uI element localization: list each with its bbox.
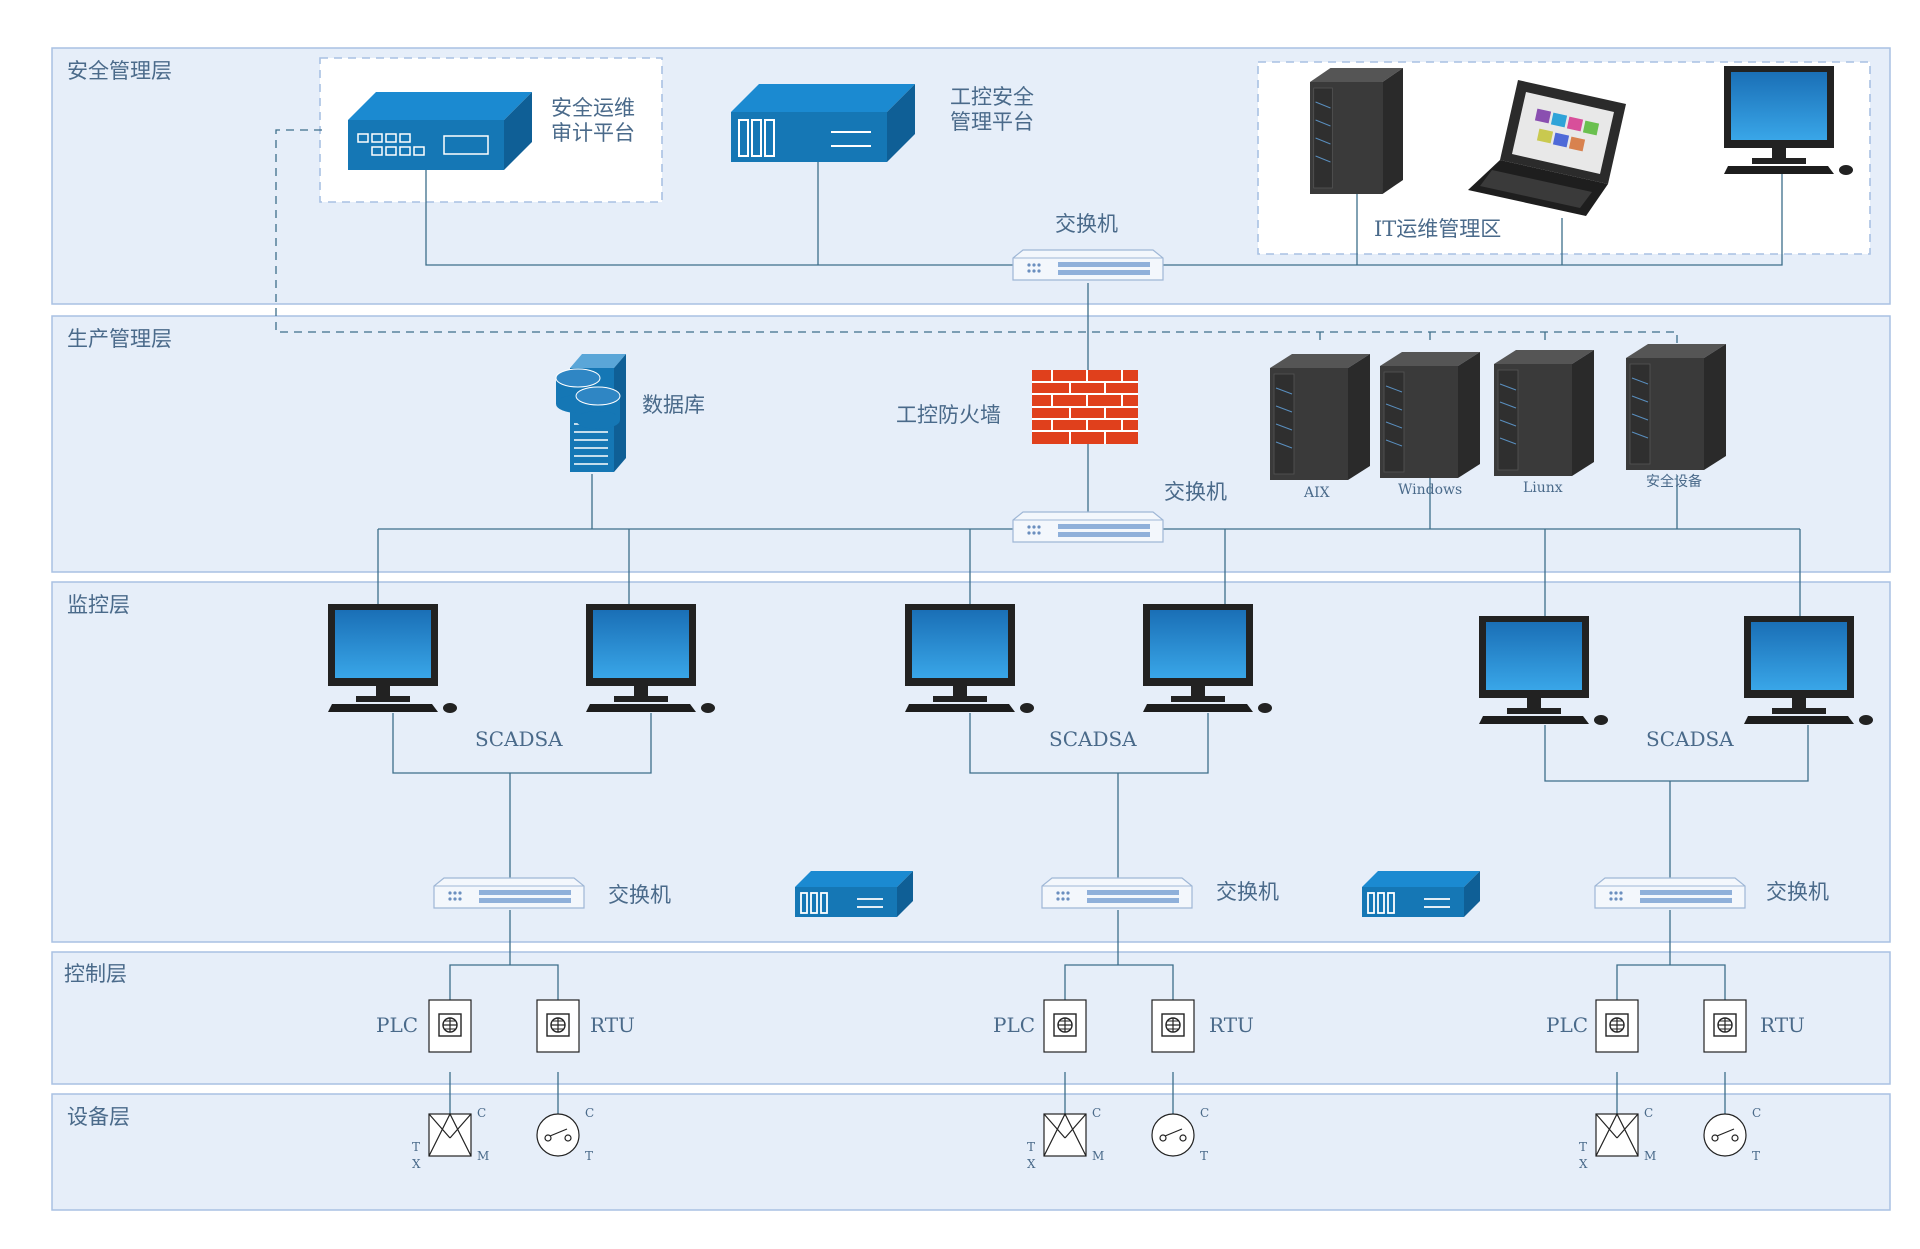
layer-title: 监控层 bbox=[67, 593, 130, 617]
layer-title: 控制层 bbox=[64, 962, 127, 986]
production-switch[interactable] bbox=[1012, 511, 1164, 543]
terminal-m: M bbox=[1092, 1149, 1104, 1163]
plc-label: PLC bbox=[376, 1013, 418, 1037]
ics-platform-label-2: 管理平台 bbox=[950, 110, 1034, 134]
rtu-module[interactable] bbox=[536, 999, 580, 1053]
firewall-device[interactable] bbox=[1032, 370, 1138, 444]
terminal-c: C bbox=[585, 1106, 594, 1120]
server-aix[interactable] bbox=[1269, 353, 1371, 481]
terminal-c: C bbox=[1644, 1106, 1653, 1120]
plc-module[interactable] bbox=[428, 999, 472, 1053]
switch-contact-symbol bbox=[1151, 1113, 1195, 1157]
audit-platform-label-1: 安全运维 bbox=[551, 96, 635, 120]
audit-platform-device[interactable] bbox=[348, 92, 532, 170]
plc-label: PLC bbox=[993, 1013, 1035, 1037]
monitor-switch[interactable] bbox=[1041, 877, 1193, 909]
security-switch[interactable] bbox=[1012, 249, 1164, 281]
server-windows[interactable] bbox=[1379, 351, 1481, 479]
terminal-c: C bbox=[477, 1106, 486, 1120]
ics-security-platform-device[interactable] bbox=[731, 84, 915, 162]
monitor-switch-label: 交换机 bbox=[608, 883, 671, 907]
plc-label: PLC bbox=[1546, 1013, 1588, 1037]
monitor-switch[interactable] bbox=[1594, 877, 1746, 909]
plc-module[interactable] bbox=[1043, 999, 1087, 1053]
layer-title: 安全管理层 bbox=[67, 59, 172, 83]
firewall-label: 工控防火墙 bbox=[896, 403, 1001, 427]
switch-contact-symbol bbox=[536, 1113, 580, 1157]
terminal-t: T bbox=[1027, 1140, 1035, 1154]
server-aix-label: AIX bbox=[1303, 485, 1330, 501]
security-switch-label: 交换机 bbox=[1055, 212, 1118, 236]
terminal-t: T bbox=[1579, 1140, 1587, 1154]
server-security-device[interactable] bbox=[1625, 343, 1727, 471]
transmitter-symbol bbox=[1043, 1113, 1087, 1157]
server-security-label: 安全设备 bbox=[1646, 473, 1702, 490]
security-appliance[interactable] bbox=[1362, 871, 1480, 917]
server-linux-label: Liunx bbox=[1523, 480, 1563, 496]
layer-production: 生产管理层 bbox=[51, 315, 1891, 573]
terminal-t: T bbox=[1200, 1149, 1208, 1163]
terminal-c: C bbox=[1752, 1106, 1761, 1120]
server-linux[interactable] bbox=[1493, 349, 1595, 477]
layer-control: 控制层 bbox=[51, 951, 1891, 1085]
terminal-c: C bbox=[1092, 1106, 1101, 1120]
plc-module[interactable] bbox=[1595, 999, 1639, 1053]
transmitter-symbol bbox=[1595, 1113, 1639, 1157]
it-laptop[interactable] bbox=[1468, 80, 1626, 216]
security-appliance[interactable] bbox=[795, 871, 913, 917]
terminal-x: X bbox=[1579, 1157, 1588, 1171]
terminal-c: C bbox=[1200, 1106, 1209, 1120]
layer-title: 设备层 bbox=[67, 1105, 130, 1129]
it-server-tower[interactable] bbox=[1309, 67, 1404, 195]
monitor-switch-label: 交换机 bbox=[1216, 880, 1279, 904]
terminal-m: M bbox=[477, 1149, 489, 1163]
scada-label: SCADSA bbox=[1049, 727, 1137, 751]
ics-platform-label-1: 工控安全 bbox=[950, 85, 1034, 109]
terminal-x: X bbox=[1027, 1157, 1036, 1171]
database-label: 数据库 bbox=[642, 393, 705, 417]
server-windows-label: Windows bbox=[1398, 482, 1462, 498]
rtu-label: RTU bbox=[1760, 1013, 1805, 1037]
rtu-label: RTU bbox=[590, 1013, 635, 1037]
terminal-t: T bbox=[412, 1140, 420, 1154]
layer-device: 设备层 bbox=[51, 1093, 1891, 1211]
transmitter-symbol bbox=[428, 1113, 472, 1157]
monitor-switch[interactable] bbox=[433, 877, 585, 909]
it-zone-label: IT运维管理区 bbox=[1374, 217, 1501, 241]
rtu-module[interactable] bbox=[1703, 999, 1747, 1053]
rtu-label: RTU bbox=[1209, 1013, 1254, 1037]
terminal-m: M bbox=[1644, 1149, 1656, 1163]
scada-label: SCADSA bbox=[1646, 727, 1734, 751]
production-switch-label: 交换机 bbox=[1164, 480, 1227, 504]
database-device[interactable] bbox=[555, 354, 626, 472]
audit-platform-label-2: 审计平台 bbox=[551, 121, 635, 145]
monitor-switch-label: 交换机 bbox=[1766, 880, 1829, 904]
scada-label: SCADSA bbox=[475, 727, 563, 751]
rtu-module[interactable] bbox=[1151, 999, 1195, 1053]
terminal-t: T bbox=[585, 1149, 593, 1163]
terminal-t: T bbox=[1752, 1149, 1760, 1163]
layer-title: 生产管理层 bbox=[67, 327, 172, 351]
terminal-x: X bbox=[412, 1157, 421, 1171]
switch-contact-symbol bbox=[1703, 1113, 1747, 1157]
